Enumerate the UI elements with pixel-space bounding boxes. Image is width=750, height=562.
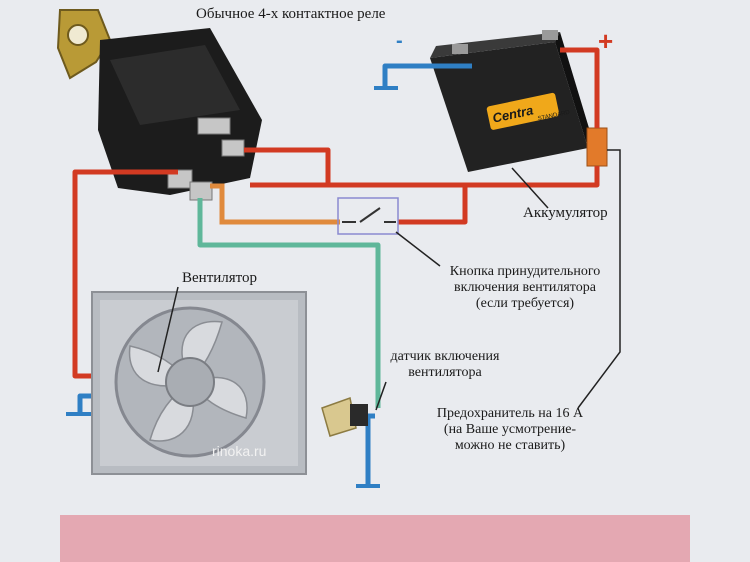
battery-minus-sign: - (396, 30, 403, 52)
wire-battery-ground (382, 63, 472, 88)
wire-relay-loop (244, 147, 331, 185)
wire-fuse-to-relay (250, 166, 600, 188)
button-label-line-1: Кнопка принудительного (449, 264, 601, 279)
fuse (586, 127, 608, 167)
ground-symbols (66, 86, 398, 488)
battery-side (555, 32, 592, 148)
battery-plus-sign: + (598, 26, 614, 56)
force-button (337, 197, 399, 235)
fan-label: Вентилятор (182, 270, 258, 286)
fuse-label: Предохранитель на 16 А (на Ваше усмотрен… (420, 406, 600, 454)
leader-fan (157, 286, 179, 373)
relay-mount-hole (67, 24, 89, 46)
relay-top-face (110, 45, 240, 125)
battery: Centra STANDARD (430, 30, 592, 172)
battery-brand-panel (486, 92, 560, 130)
battery-minus-post (452, 44, 468, 54)
fuse-label-line-2: (на Ваше усмотрение- (443, 422, 577, 438)
sensor-label: датчик включения вентилятора (384, 349, 506, 381)
sensor-label-line-2: вентилятора (408, 365, 482, 381)
sensor-body (321, 397, 357, 437)
positive-wires (72, 47, 600, 379)
relay-label: Обычное 4-х контактное реле (196, 6, 386, 22)
leader-battery (511, 167, 549, 209)
sensor-label-line-1: датчик включения (390, 349, 500, 364)
leader-lines (157, 149, 621, 411)
wire-battery-plus-to-fuse (560, 47, 600, 128)
leader-button (395, 231, 441, 267)
wire-relay-to-sensor (197, 198, 381, 408)
relay-terminal-2 (221, 139, 245, 157)
battery-plus-post (542, 30, 558, 40)
relay (56, 9, 262, 201)
leader-fuse (577, 149, 621, 409)
wire-to-button (398, 185, 468, 225)
sensor-connector (350, 404, 368, 426)
button-label-line-3: (если требуется) (475, 296, 575, 312)
wire-sensor-ground (365, 413, 375, 484)
button-label: Кнопка принудительного включения вентиля… (430, 264, 620, 312)
temperature-sensor (321, 397, 368, 437)
leader-sensor (375, 381, 387, 411)
button-label-line-2: включения вентилятора (454, 280, 596, 296)
fan: rinoka.ru (91, 291, 307, 475)
fuse-label-line-1: Предохранитель на 16 А (436, 406, 584, 421)
relay-terminal-1 (197, 117, 231, 135)
button-lever (359, 207, 381, 223)
fan-hub (165, 357, 215, 407)
battery-label: Аккумулятор (523, 205, 608, 221)
bottom-band (60, 515, 690, 562)
wire-button-to-relay (210, 183, 340, 225)
relay-terminal-4 (189, 181, 213, 201)
button-frame (337, 197, 399, 235)
fuse-label-line-3: можно не ставить) (454, 438, 566, 454)
watermark: rinoka.ru (212, 443, 266, 459)
